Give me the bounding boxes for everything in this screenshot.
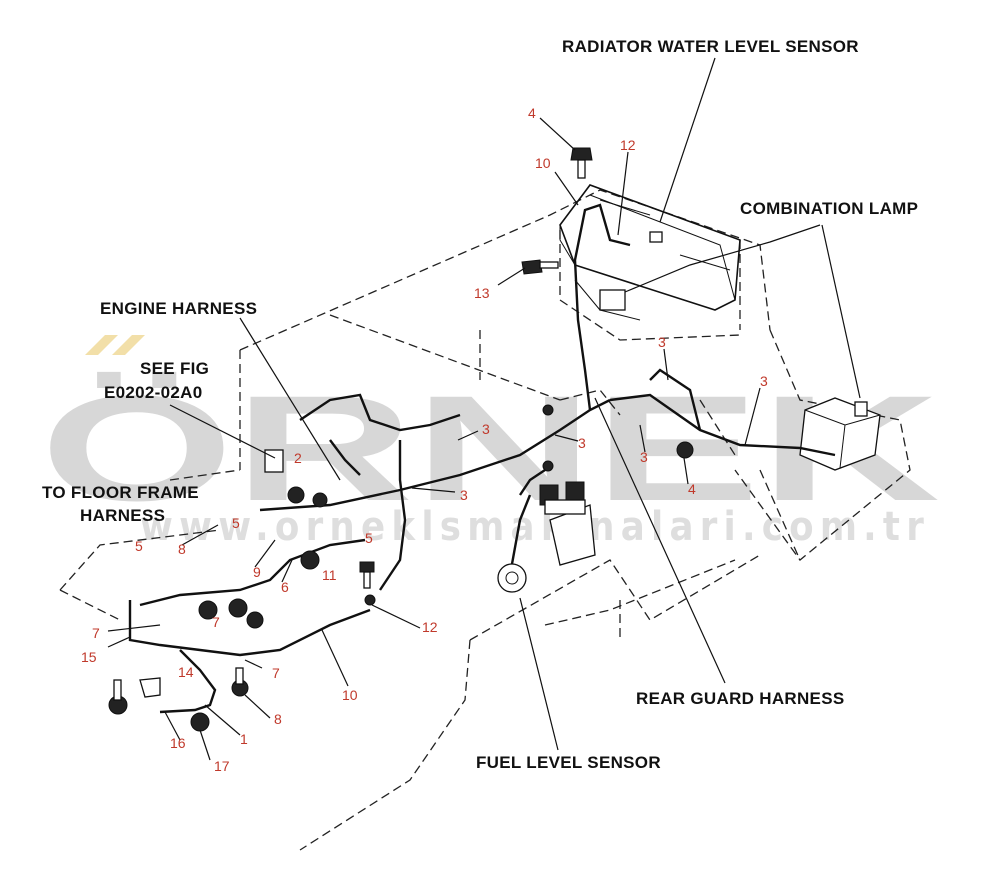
leader-lines <box>107 57 861 761</box>
label-radiator-water-level-sensor: RADIATOR WATER LEVEL SENSOR <box>562 37 859 56</box>
part-number: 8 <box>274 711 282 727</box>
part-number: 12 <box>422 619 438 635</box>
part-number: 7 <box>212 614 220 630</box>
part-number: 13 <box>474 285 490 301</box>
part-number: 11 <box>322 567 337 583</box>
part-number: 10 <box>342 687 358 703</box>
watermark-accent-right <box>112 335 145 355</box>
part-number: 15 <box>81 649 97 665</box>
label-rear-guard-harness: REAR GUARD HARNESS <box>636 689 844 708</box>
part-number: 4 <box>688 481 696 497</box>
label-see-fig: SEE FIG <box>140 359 209 378</box>
part-number: 3 <box>760 373 768 389</box>
part-number: 17 <box>214 758 230 774</box>
radiator-tank <box>559 184 741 321</box>
part-number: 9 <box>253 564 261 580</box>
part-number: 3 <box>640 449 648 465</box>
callout-labels: RADIATOR WATER LEVEL SENSOR COMBINATION … <box>42 37 918 772</box>
watermark-url: www.orneklsmakinalari.com.tr <box>140 504 930 550</box>
part-number: 3 <box>658 334 666 350</box>
label-fuel-level-sensor: FUEL LEVEL SENSOR <box>476 753 661 772</box>
part-number: 14 <box>178 664 194 680</box>
machine-body-outline <box>59 189 911 851</box>
label-harness: HARNESS <box>80 506 165 525</box>
part-number: 3 <box>460 487 468 503</box>
part-number: 7 <box>272 665 280 681</box>
label-combination-lamp: COMBINATION LAMP <box>740 199 918 218</box>
part-number: 5 <box>365 530 373 546</box>
fuel-level-sensor <box>497 494 532 593</box>
part-number: 1 <box>240 731 248 747</box>
label-engine-harness: ENGINE HARNESS <box>100 299 257 318</box>
part-number: 3 <box>482 421 490 437</box>
label-see-fig-ref: E0202-02A0 <box>104 383 202 402</box>
part-number: 5 <box>135 538 143 554</box>
hardware <box>108 147 694 732</box>
part-number: 12 <box>620 137 636 153</box>
part-number: 3 <box>578 435 586 451</box>
part-number: 2 <box>294 450 302 466</box>
wire-harness <box>128 203 836 714</box>
watermark-accent-left <box>85 335 118 355</box>
part-number: 10 <box>535 155 551 171</box>
part-number: 8 <box>178 541 186 557</box>
part-number: 6 <box>281 579 289 595</box>
part-number: 4 <box>528 105 536 121</box>
part-numbers: 4 10 12 13 3 3 3 3 3 3 2 4 5 5 5 8 9 6 1… <box>81 105 768 774</box>
part-number: 5 <box>232 515 240 531</box>
part-number: 7 <box>92 625 100 641</box>
label-to-floor-frame: TO FLOOR FRAME <box>42 483 199 502</box>
connector-block <box>539 481 596 566</box>
part-number: 16 <box>170 735 186 751</box>
